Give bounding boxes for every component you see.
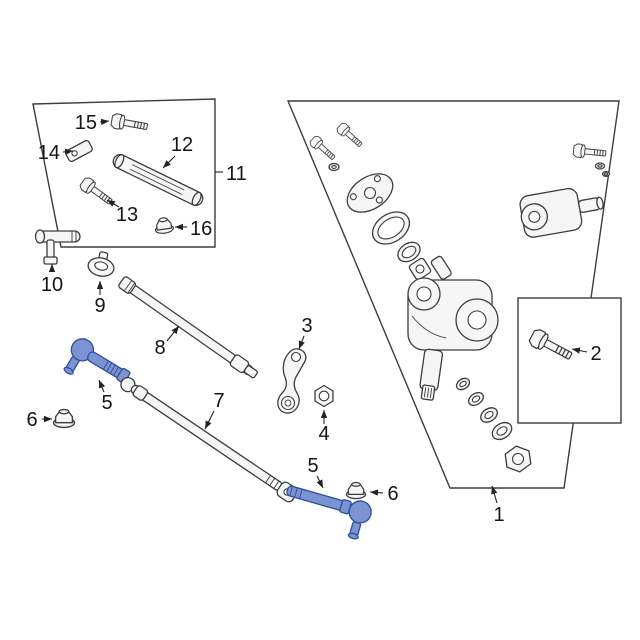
gear-ring-small xyxy=(397,241,421,263)
part-6-nut-right xyxy=(345,481,367,500)
gear-cover-bolt-1 xyxy=(308,134,339,163)
callout-2-label: 2 xyxy=(590,343,601,365)
gear-seal xyxy=(408,257,432,281)
callout-6-left: 6 xyxy=(26,409,52,431)
callout-1-label: 1 xyxy=(493,504,504,526)
callout-13-label: 13 xyxy=(116,204,138,226)
callout-2: 2 xyxy=(571,343,602,365)
callout-3: 3 xyxy=(298,315,313,350)
callout-13: 13 xyxy=(106,199,138,226)
callout-8-arrow xyxy=(166,325,180,342)
gear-o-ring-large xyxy=(371,211,411,245)
gear-valve-unit xyxy=(519,187,604,238)
sector-shaft-nut xyxy=(504,445,532,473)
callout-15: 15 xyxy=(75,112,110,134)
callout-5-left-arrow xyxy=(98,379,106,393)
sector-shaft xyxy=(419,348,444,401)
valve-o-rings xyxy=(594,162,611,177)
part-3-pitman-arm xyxy=(277,348,307,414)
part-1-steering-gear-assembly xyxy=(308,121,611,473)
callout-16-label: 16 xyxy=(190,218,212,240)
callout-1-arrow xyxy=(491,485,498,504)
callout-6-right-arrow xyxy=(369,489,384,496)
callout-14: 14 xyxy=(38,142,74,164)
part-7-drag-link xyxy=(120,376,298,503)
callout-7: 7 xyxy=(204,390,225,430)
callout-10: 10 xyxy=(41,264,63,296)
part-5-tie-rod-end-right xyxy=(286,485,372,540)
callout-2-arrow xyxy=(571,347,588,354)
callout-11: 11 xyxy=(215,163,247,185)
callout-7-arrow xyxy=(204,410,215,430)
part-10-rod-end xyxy=(34,229,81,265)
callout-12-label: 12 xyxy=(171,134,193,156)
tie-rod-kit-box xyxy=(32,98,216,248)
part-5-tie-rod-end-left xyxy=(63,338,131,384)
part-12-sleeve xyxy=(112,153,204,207)
callout-13-arrow xyxy=(106,199,120,208)
callout-1: 1 xyxy=(491,485,505,526)
mount-bolt-box xyxy=(517,297,622,424)
callout-5-left-label: 5 xyxy=(101,392,112,414)
callout-8-label: 8 xyxy=(154,337,165,359)
callout-7-label: 7 xyxy=(213,390,224,412)
part-14-bracket xyxy=(65,140,93,162)
callout-12-arrow xyxy=(162,155,176,169)
part-9-clamp xyxy=(87,251,115,277)
callout-5-right: 5 xyxy=(307,455,324,489)
part-8-rod xyxy=(118,276,258,379)
part-13-bolt xyxy=(78,175,116,209)
steering-gear-box xyxy=(286,100,620,489)
callout-5-right-arrow xyxy=(316,475,324,489)
callout-5-left: 5 xyxy=(98,379,113,414)
part-15-bolt xyxy=(109,112,149,135)
callout-12: 12 xyxy=(162,134,193,169)
callout-9-label: 9 xyxy=(94,295,105,317)
callout-15-arrow xyxy=(99,118,110,126)
callout-10-label: 10 xyxy=(41,274,63,296)
callout-6-right: 6 xyxy=(369,483,399,505)
callout-15-label: 15 xyxy=(75,112,97,134)
callout-6-right-label: 6 xyxy=(387,483,398,505)
callout-4-label: 4 xyxy=(318,423,329,445)
gear-cover-plate xyxy=(346,173,394,213)
callout-4: 4 xyxy=(318,410,330,445)
callout-5-right-label: 5 xyxy=(307,455,318,477)
part-16-nut xyxy=(153,216,175,235)
callout-6-left-label: 6 xyxy=(26,409,37,431)
callout-14-arrow xyxy=(62,148,74,155)
callout-16: 16 xyxy=(175,218,212,240)
callout-11-label: 11 xyxy=(226,163,247,185)
valve-bolt xyxy=(572,143,607,161)
gear-cover-bolt-2 xyxy=(335,121,366,150)
callout-8: 8 xyxy=(154,325,180,359)
callout-14-label: 14 xyxy=(38,142,60,164)
part-4-nut xyxy=(314,384,334,408)
callout-3-label: 3 xyxy=(301,315,312,337)
gear-housing xyxy=(407,255,499,401)
gear-washer xyxy=(328,162,340,172)
callout-3-arrow xyxy=(298,335,305,350)
part-6-nut-left xyxy=(52,408,76,429)
callout-9: 9 xyxy=(94,281,106,317)
gear-bearing-stack xyxy=(455,377,532,473)
